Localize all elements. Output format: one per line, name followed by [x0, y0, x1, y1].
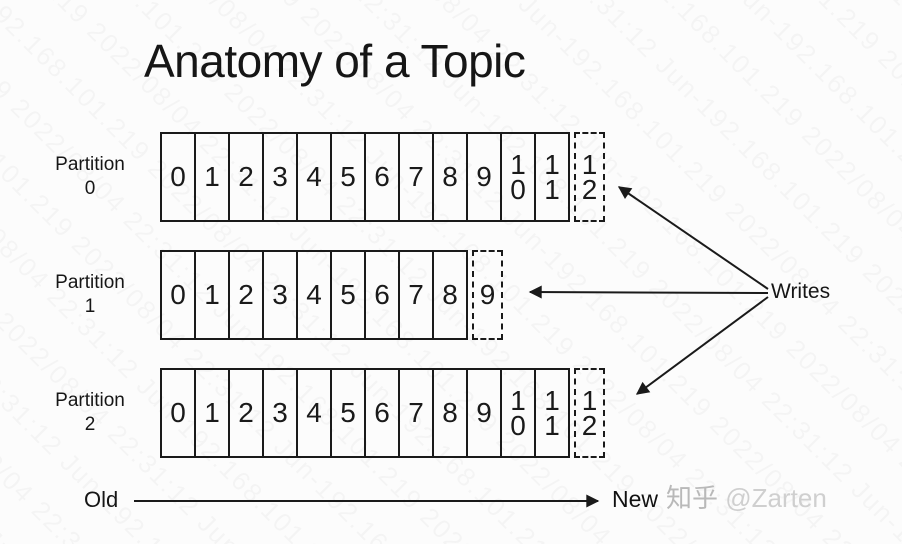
zhihu-credit-site: 知乎 — [666, 483, 719, 513]
zhihu-credit: 知乎 @Zarten — [666, 484, 827, 512]
log-cell: 6 — [364, 132, 400, 222]
log-cell: 7 — [398, 132, 434, 222]
next-offset-cell: 9 — [472, 250, 503, 340]
log-cell: 4 — [296, 250, 332, 340]
log-cell: 7 — [398, 250, 434, 340]
log-cell: 9 — [466, 368, 502, 458]
log-cell: 2 — [228, 250, 264, 340]
log-cell: 1 — [194, 368, 230, 458]
log-cell: 2 — [228, 132, 264, 222]
log-cell: 5 — [330, 132, 366, 222]
log-cell: 1 — [194, 250, 230, 340]
log-cell: 5 — [330, 368, 366, 458]
log-cell: 0 — [160, 132, 196, 222]
log-cell: 3 — [262, 132, 298, 222]
log-cell: 1 — [194, 132, 230, 222]
log-cell: 0 — [160, 250, 196, 340]
log-cell: 6 — [364, 368, 400, 458]
log-cell: 3 — [262, 250, 298, 340]
log-cell: 5 — [330, 250, 366, 340]
log-cell: 8 — [432, 132, 468, 222]
log-cell: 6 — [364, 250, 400, 340]
log-cell: 8 — [432, 250, 468, 340]
old-label: Old — [84, 487, 119, 512]
log-cell: 3 — [262, 368, 298, 458]
log-cell: 2 — [228, 368, 264, 458]
log-cell: 7 — [398, 368, 434, 458]
log-cell: 4 — [296, 368, 332, 458]
diagram-title: Anatomy of a Topic — [144, 35, 526, 87]
log-cell: 4 — [296, 132, 332, 222]
writes-label: Writes — [771, 280, 831, 303]
log-cell: 0 — [160, 368, 196, 458]
log-cell: 9 — [466, 132, 502, 222]
new-label: New — [612, 486, 659, 512]
log-cell: 8 — [432, 368, 468, 458]
zhihu-credit-user: @Zarten — [725, 483, 827, 513]
